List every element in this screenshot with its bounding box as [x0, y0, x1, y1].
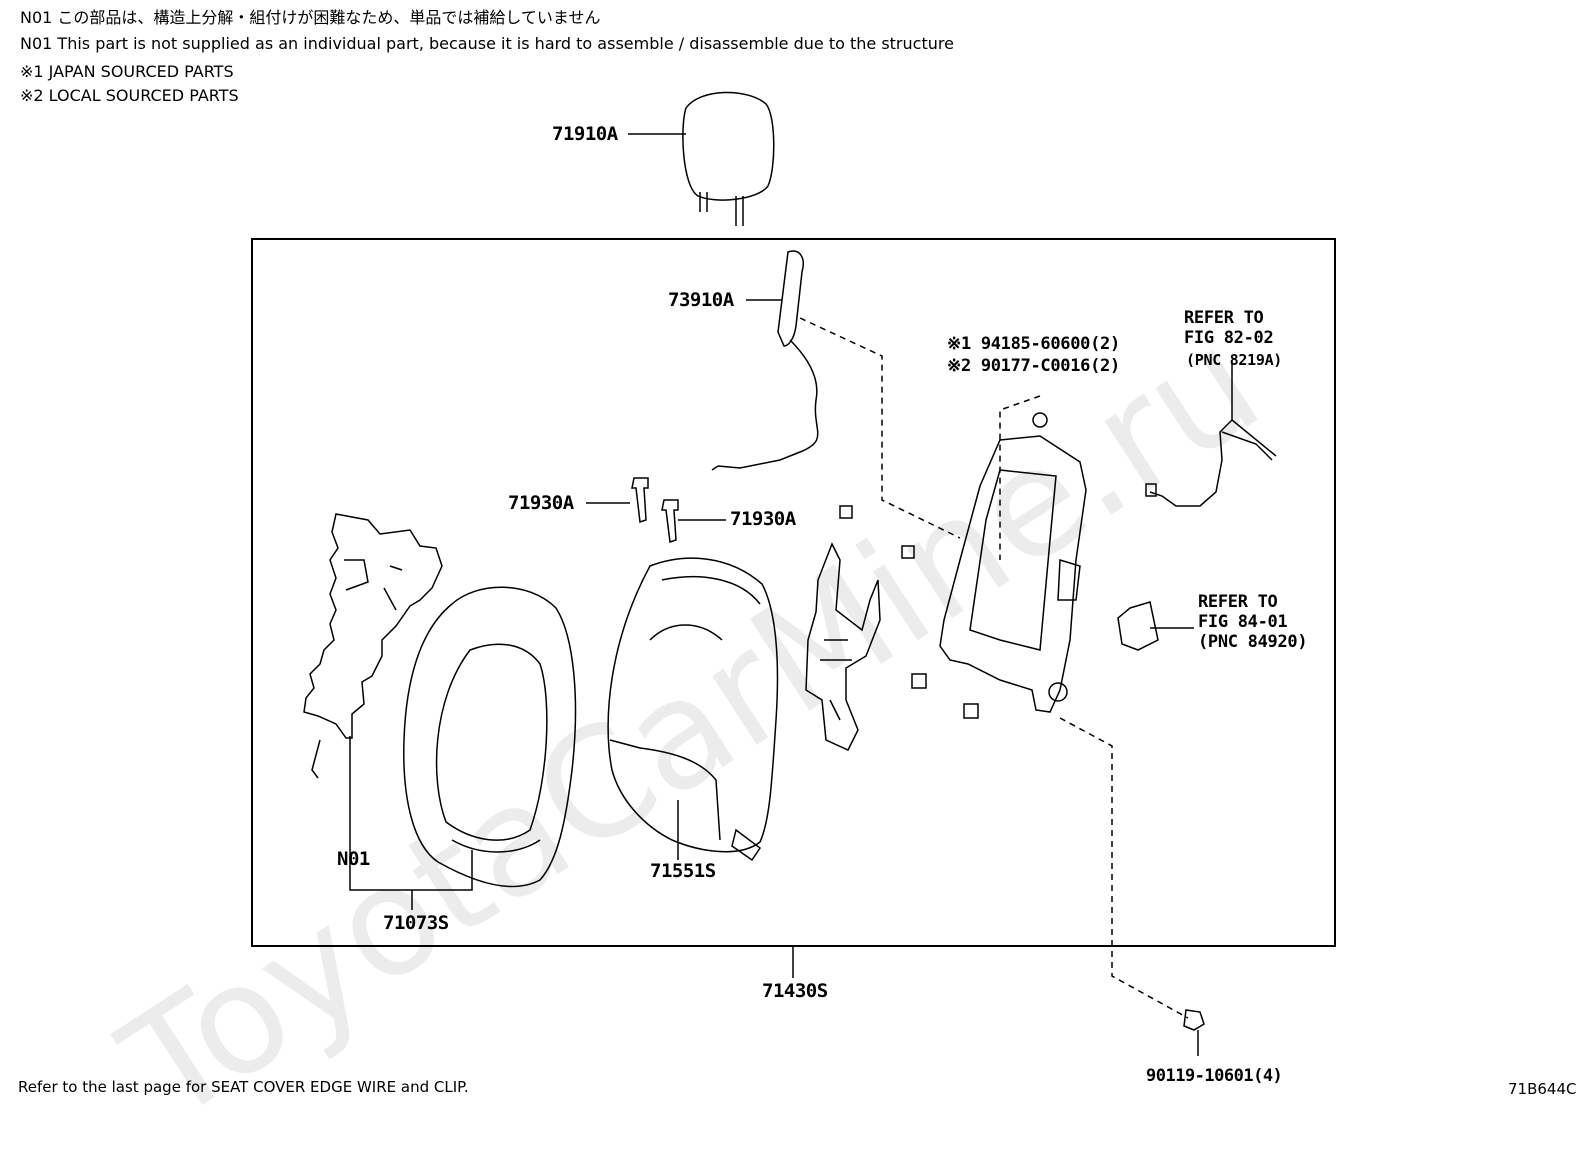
label-71910A: 71910A [552, 123, 618, 145]
note-local-sourced: ※2 LOCAL SOURCED PARTS [20, 86, 239, 105]
label-refer-84-line2: FIG 84-01 [1198, 612, 1288, 632]
n01-insert-illustration [303, 513, 443, 739]
label-73910A: 73910A [668, 289, 734, 311]
label-71930A-right: 71930A [730, 508, 796, 530]
label-refer-82-line2: FIG 82-02 [1184, 328, 1274, 348]
label-refer-84-line3: (PNC 84920) [1198, 632, 1308, 652]
headrest-illustration [682, 91, 775, 201]
footer-refer-text: Refer to the last page for SEAT COVER ED… [18, 1078, 469, 1096]
cover-illustration [403, 586, 577, 888]
airbag-illustration [777, 250, 804, 347]
label-N01: N01 [337, 848, 370, 870]
label-nut-japan: ※1 94185-60600(2) [947, 334, 1120, 354]
assembly-frame [251, 238, 1336, 947]
label-bolt: 90119-10601(4) [1146, 1066, 1283, 1086]
guide-left-illustration [631, 477, 649, 524]
switch-illustration [1117, 601, 1159, 651]
harness-illustration [1149, 360, 1233, 507]
guide-right-illustration [661, 499, 679, 544]
note-n01-english: N01 This part is not supplied as an indi… [20, 34, 954, 53]
label-71551S: 71551S [650, 860, 716, 882]
bolt-illustration [1183, 1009, 1205, 1031]
label-71930A-left: 71930A [508, 492, 574, 514]
note-japan-sourced: ※1 JAPAN SOURCED PARTS [20, 62, 234, 81]
label-refer-82-line1: REFER TO [1184, 308, 1264, 328]
label-refer-82-line3: (PNC 8219A) [1186, 351, 1283, 369]
label-refer-84-line1: REFER TO [1198, 592, 1278, 612]
label-nut-local: ※2 90177-C0016(2) [947, 356, 1120, 376]
note-n01-japanese: N01 この部品は、構造上分解・組付けが困難なため、単品では補給していません [20, 8, 601, 27]
frame-illustration [939, 435, 1087, 713]
label-71430S: 71430S [762, 980, 828, 1002]
parts-diagram [251, 91, 1336, 1056]
bracket-illustration [805, 542, 881, 751]
figure-code: 71B644C [1508, 1080, 1577, 1098]
pad-illustration [607, 557, 779, 853]
label-71073S: 71073S [383, 912, 449, 934]
